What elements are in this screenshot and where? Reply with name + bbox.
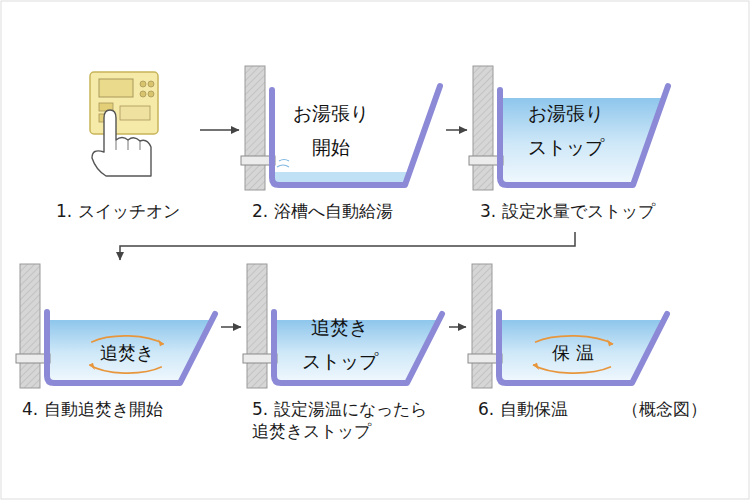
step-panel: 1. スイッチオン xyxy=(50,66,196,228)
step-caption: 2. 浴槽へ自動給湯 xyxy=(252,200,393,222)
figure-note: （概念図） xyxy=(622,398,707,420)
reheat-oval: 追焚き xyxy=(80,334,173,375)
tub-text: お湯張り 開始 xyxy=(283,96,378,164)
keep-warm-oval: 保 温 xyxy=(523,334,623,375)
flow-arrow xyxy=(200,129,239,131)
flow-arrow xyxy=(221,326,241,328)
bathtub-full xyxy=(469,66,668,190)
step-panel: お湯張り ストップ 3. 設定水量でストップ xyxy=(471,66,692,228)
bathtub-keep-warm xyxy=(468,264,667,388)
remote-controller xyxy=(90,72,158,134)
flow-arrow xyxy=(449,326,466,328)
step-caption: 3. 設定水量でストップ xyxy=(480,200,655,222)
bathtub-reheat-stop xyxy=(243,264,442,388)
pointing-hand xyxy=(92,110,151,176)
bathtub-filling xyxy=(241,66,440,190)
step-panel: 4. 自動追焚き開始 追焚き xyxy=(18,264,217,426)
step-panel: 追焚き ストップ 5. 設定湯温になったら 追焚きストップ xyxy=(245,264,445,446)
step-caption: 4. 自動追焚き開始 xyxy=(22,398,163,420)
step-caption: 5. 設定湯温になったら 追焚きストップ xyxy=(252,398,442,442)
step-caption: 6. 自動保温 xyxy=(478,398,568,420)
bathtub-reheat xyxy=(16,264,215,388)
tub-text: お湯張り ストップ xyxy=(514,96,619,164)
flow-arrow xyxy=(446,129,467,131)
oval-text: 保 温 xyxy=(523,334,623,375)
oval-text: 追焚き xyxy=(80,334,173,375)
step-panel: お湯張り 開始 2. 浴槽へ自動給湯 xyxy=(243,66,442,228)
step-caption: 1. スイッチオン xyxy=(56,200,180,222)
flow-arrow xyxy=(120,232,575,260)
tub-text: 追焚き ストップ xyxy=(297,310,383,378)
